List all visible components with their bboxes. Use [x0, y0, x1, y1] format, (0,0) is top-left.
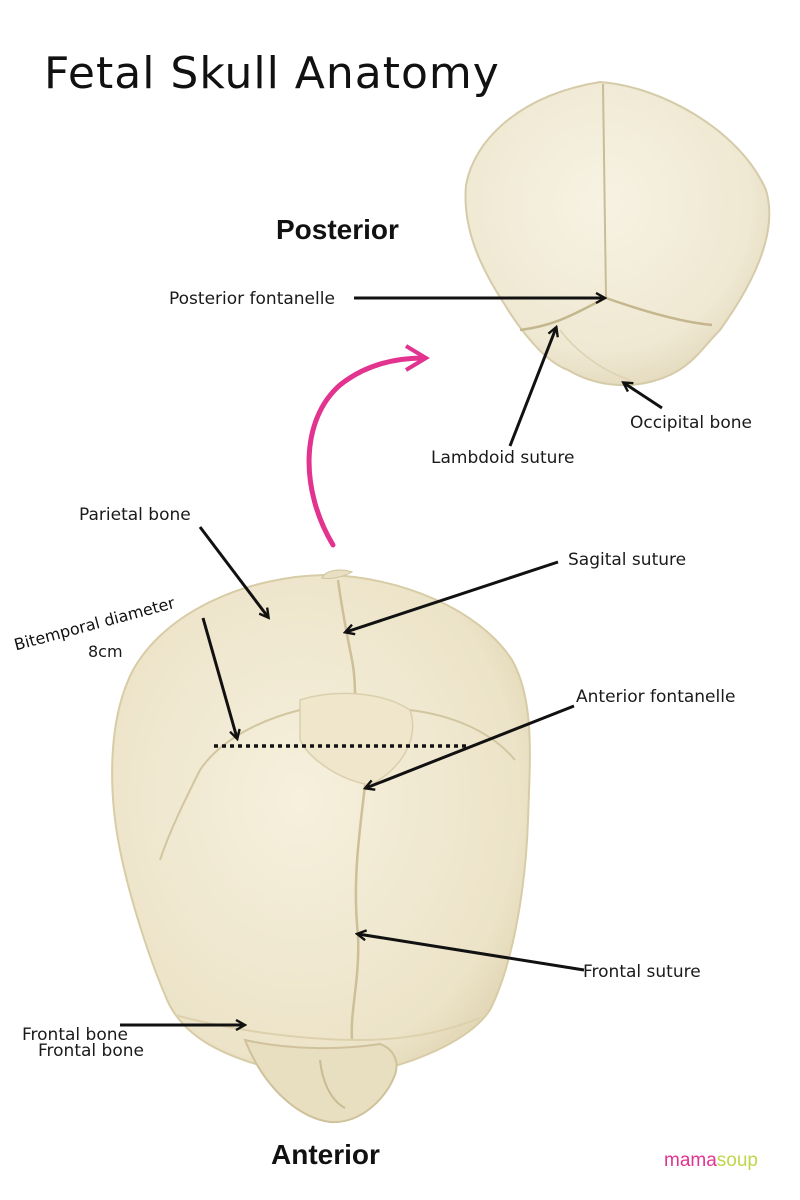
frontal-bone-label: Frontal bone: [22, 1025, 128, 1045]
occipital-bone-arrow: [624, 383, 663, 410]
frontal-suture-label: Frontal suture: [583, 962, 701, 982]
anterior-fontanelle-label: Anterior fontanelle: [576, 687, 736, 707]
anterior-view-heading: Anterior: [271, 1139, 380, 1170]
parietal-bone-label: Parietal bone: [79, 505, 191, 525]
frontal-suture-arrow: [358, 934, 585, 972]
sagital-suture-arrow: [346, 560, 559, 632]
lambdoid-suture-arrow: [508, 328, 556, 447]
brand-logo-part-1: mama: [664, 1150, 717, 1171]
lambdoid-suture-label: Lambdoid suture: [431, 448, 575, 468]
parietal-bone-arrow: [198, 526, 268, 617]
posterior-skull-image: [464, 80, 771, 387]
bitemporal-diameter-value: 8cm: [88, 642, 123, 661]
anterior-fontanelle-arrow: [366, 704, 575, 788]
view-transition-arrow: [306, 344, 430, 548]
posterior-view-heading: Posterior: [276, 214, 399, 245]
sagital-suture-label: Sagital suture: [568, 550, 687, 570]
page-title: Fetal Skull Anatomy: [44, 48, 500, 99]
posterior-fontanelle-label: Posterior fontanelle: [169, 289, 335, 309]
occipital-bone-label: Occipital bone: [630, 413, 752, 433]
frontal-bone-label-duplicate: Frontal bone: [38, 1041, 144, 1061]
anterior-skull-image: [111, 569, 531, 1124]
brand-logo-part-2: soup: [716, 1150, 758, 1171]
bitemporal-diameter-arrow: [201, 617, 237, 738]
brand-logo: mamasoup: [664, 1150, 758, 1172]
